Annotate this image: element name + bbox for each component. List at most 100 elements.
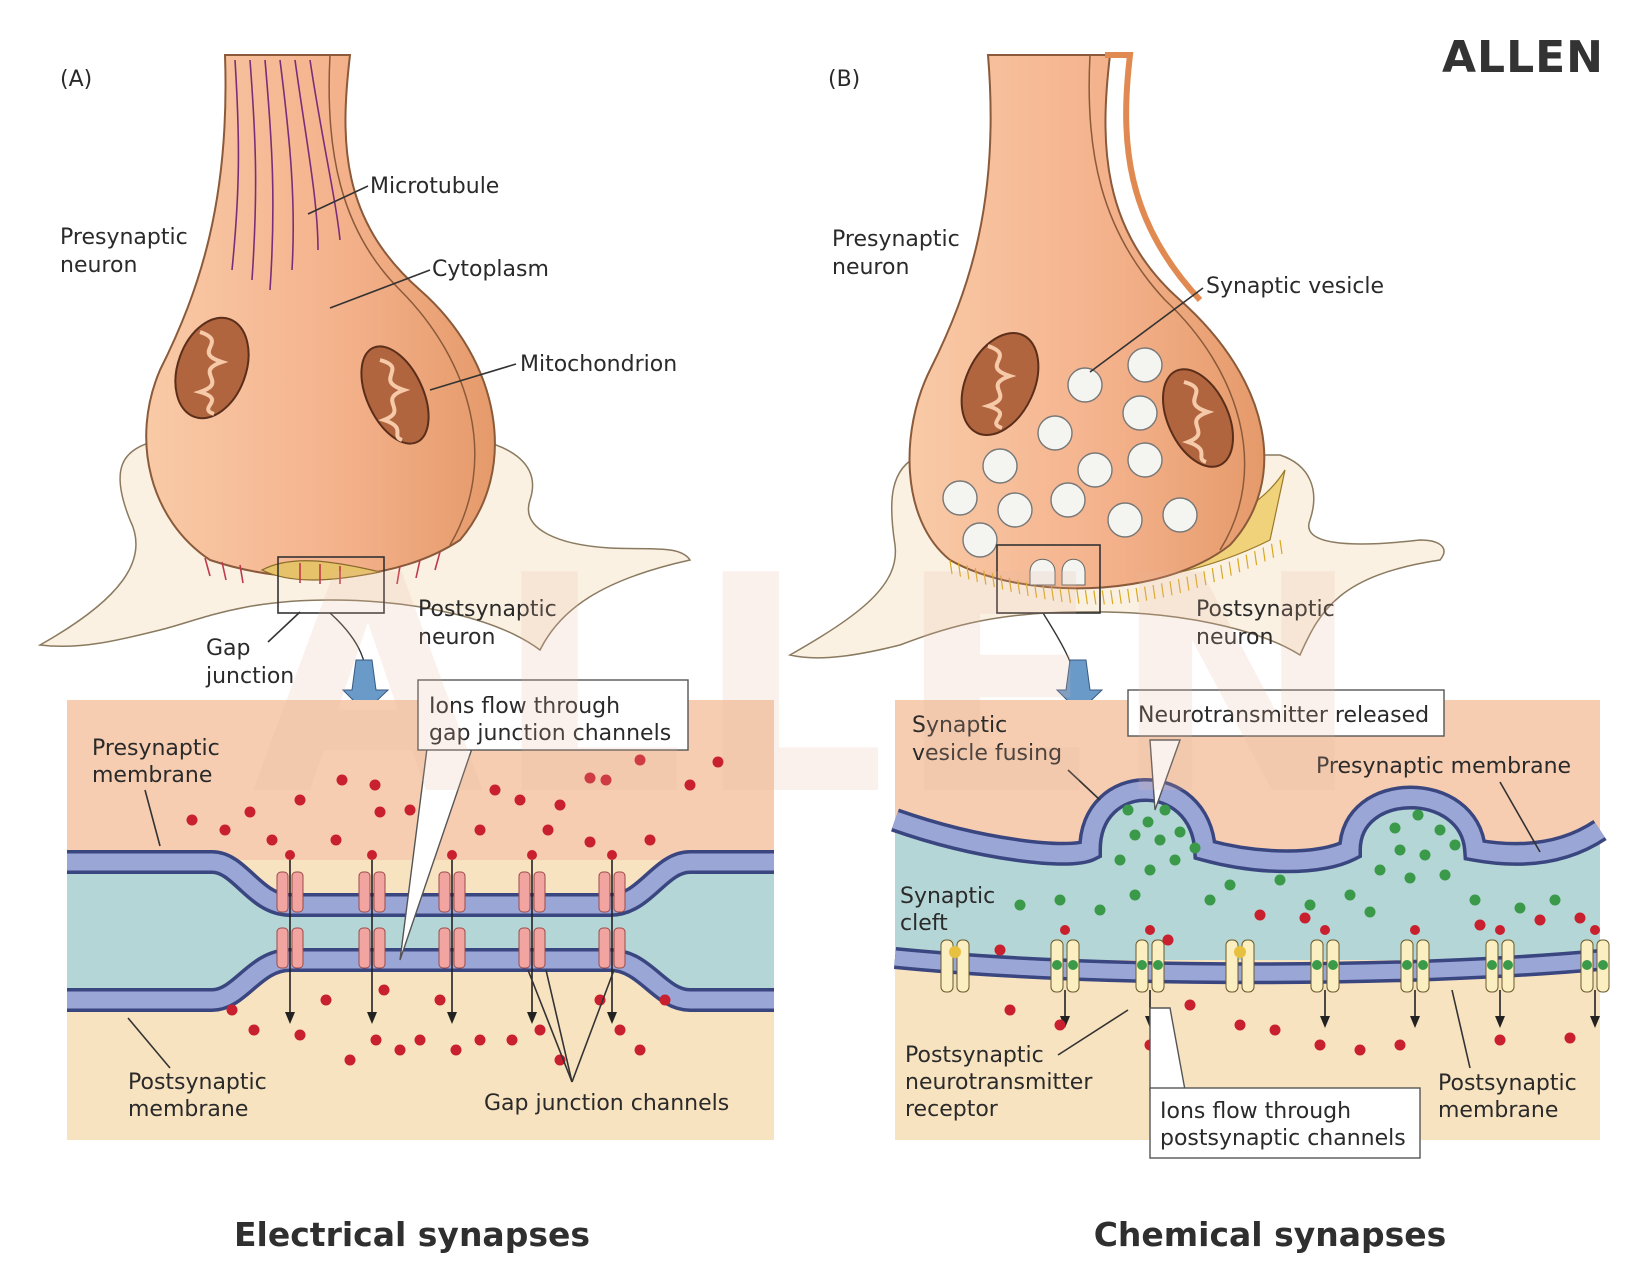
label-receptor-1: Postsynaptic <box>905 1043 1044 1068</box>
label-presynaptic-b-2: neuron <box>832 255 909 280</box>
density-tick <box>1262 547 1266 562</box>
ion <box>594 994 606 1006</box>
label-cytoplasm: Cytoplasm <box>432 257 549 282</box>
ion <box>369 779 381 791</box>
neurotransmitter <box>1144 864 1156 876</box>
mitochondrion-a-right <box>360 345 430 445</box>
density-tick <box>1203 571 1207 586</box>
label-synaptic-vesicle: Synaptic vesicle <box>1206 274 1384 299</box>
density-tick <box>1211 568 1215 583</box>
flow-arrow-head <box>607 1012 617 1024</box>
density-tick <box>1245 554 1249 569</box>
density-tick <box>983 570 987 585</box>
ion <box>489 784 501 796</box>
ion <box>994 944 1006 956</box>
label-microtubule: Microtubule <box>370 174 499 199</box>
density-tick <box>1050 586 1055 601</box>
bound-neurotransmitter <box>1402 960 1412 970</box>
neurotransmitter <box>1449 839 1461 851</box>
density-tick <box>1059 587 1063 603</box>
neurotransmitter <box>1304 899 1316 911</box>
neurotransmitter <box>1129 889 1141 901</box>
density-tick <box>1110 590 1114 605</box>
channel-half <box>276 927 289 969</box>
ion <box>378 984 390 996</box>
neurotransmitter <box>1169 854 1181 866</box>
ion <box>554 799 566 811</box>
neurotransmitter <box>1154 834 1166 846</box>
label-post-membrane-a-2: membrane <box>128 1097 248 1122</box>
receptors-group <box>940 925 1610 1028</box>
callout-box-a <box>417 679 689 751</box>
ion <box>226 1004 238 1016</box>
density-tick <box>1042 585 1046 600</box>
ion <box>285 850 295 860</box>
flow-arrow-head <box>1410 1016 1420 1028</box>
synaptic-vesicle <box>1162 497 1198 533</box>
ion <box>367 850 377 860</box>
ion <box>248 1024 260 1036</box>
ion <box>434 994 446 1006</box>
channel-half <box>598 927 611 969</box>
postsynaptic-receptor <box>1485 925 1515 1028</box>
ion <box>584 772 596 784</box>
channel-half <box>291 927 304 969</box>
density-tick <box>1194 573 1198 589</box>
channel-half <box>453 927 466 969</box>
ion <box>394 1044 406 1056</box>
density-tick <box>1067 588 1072 604</box>
panel-b-tag: (B) <box>828 67 860 92</box>
label-fusing-2: vesicle fusing <box>912 741 1062 766</box>
neurotransmitter <box>1469 894 1481 906</box>
binding-site <box>1234 946 1246 958</box>
channel-half <box>358 927 371 969</box>
bound-neurotransmitter <box>1068 960 1078 970</box>
density-tick <box>1000 575 1004 590</box>
density-tick <box>966 565 970 580</box>
bound-neurotransmitter <box>1052 960 1062 970</box>
density-tick <box>1093 590 1097 605</box>
gap-junction-channel <box>518 850 546 1024</box>
synaptic-vesicle <box>962 522 998 558</box>
ion <box>712 756 724 768</box>
ion <box>514 794 526 806</box>
neurotransmitter <box>1189 842 1201 854</box>
ion <box>1314 1039 1326 1051</box>
watermark: ALLEN <box>252 512 1373 861</box>
panel-b: (B) Presynaptic neuron Synaptic vesicle … <box>787 52 1610 1254</box>
ions-a-group <box>186 754 724 1066</box>
channel-half <box>358 871 371 913</box>
label-cleft-2: cleft <box>900 911 948 936</box>
bound-neurotransmitter <box>1312 960 1322 970</box>
neurotransmitter <box>1344 889 1356 901</box>
bound-neurotransmitter <box>1137 960 1147 970</box>
flow-arrow-head <box>527 1012 537 1024</box>
label-post-membrane-b-2: membrane <box>1438 1098 1558 1123</box>
channel-half <box>533 927 546 969</box>
density-tick <box>1237 558 1241 573</box>
ion <box>1564 1032 1576 1044</box>
postsynaptic-receptor <box>1400 925 1430 1028</box>
mitochondrion-a-left <box>174 316 250 420</box>
synaptic-vesicle <box>1050 482 1086 518</box>
ion <box>1494 1034 1506 1046</box>
bound-neurotransmitter <box>1582 960 1592 970</box>
neurotransmitter <box>1412 809 1424 821</box>
label-ions-b-1: Ions flow through <box>1160 1099 1351 1124</box>
neurotransmitter <box>1114 854 1126 866</box>
mitochondrion-b-right <box>1162 368 1234 468</box>
channel-half <box>598 871 611 913</box>
label-receptor-3: receptor <box>905 1097 999 1122</box>
ion <box>584 836 596 848</box>
label-postsynaptic-b-2: neuron <box>1196 625 1273 650</box>
label-pre-membrane-b: Presynaptic membrane <box>1316 754 1571 779</box>
callout-a-1: Ions flow through <box>429 694 620 719</box>
ion <box>634 1044 646 1056</box>
ion <box>244 806 256 818</box>
density-tick <box>1076 589 1080 604</box>
channel-half <box>613 871 626 913</box>
channel-half <box>453 871 466 913</box>
ion <box>447 850 457 860</box>
label-pre-membrane-a-1: Presynaptic <box>92 736 220 761</box>
synaptic-vesicle <box>1127 442 1163 478</box>
